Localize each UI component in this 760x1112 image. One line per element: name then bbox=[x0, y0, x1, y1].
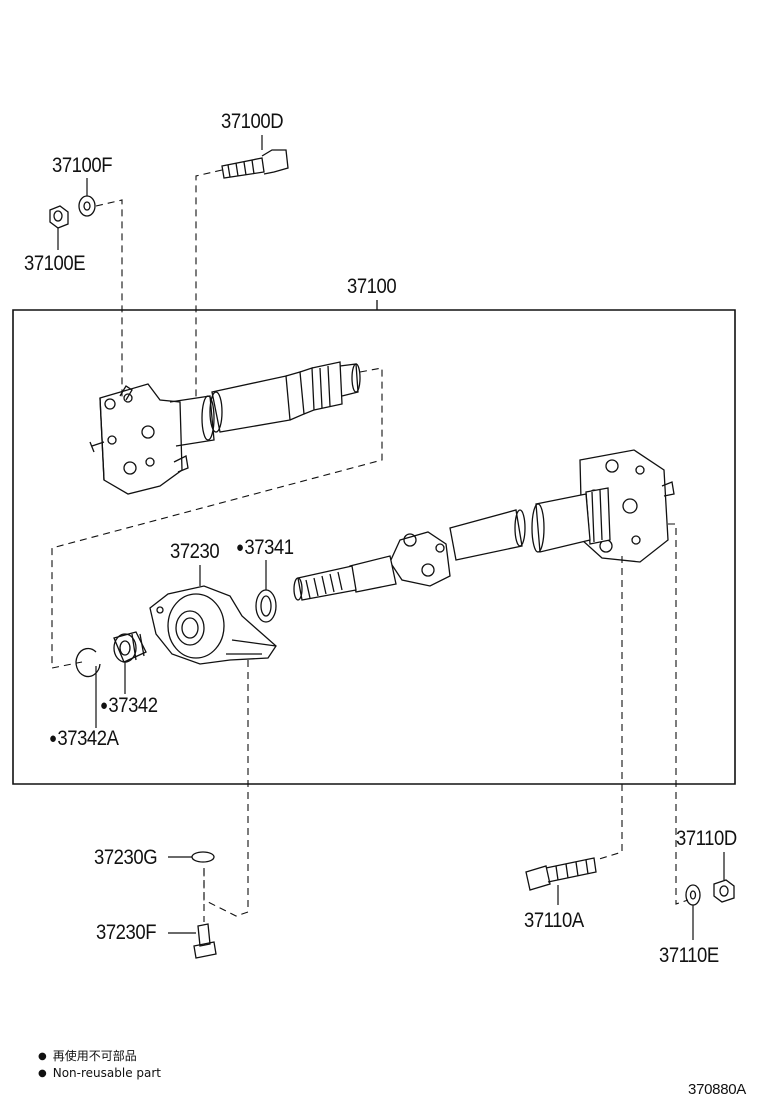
label-37100F: 37100F bbox=[52, 154, 113, 177]
legend-text-en: Non-reusable part bbox=[52, 1066, 162, 1080]
label-37230G: 37230G bbox=[94, 846, 158, 869]
center-bearing-drawing bbox=[76, 586, 276, 958]
rear-fasteners-drawing bbox=[526, 858, 734, 905]
assembly-box bbox=[13, 310, 735, 784]
bullet-icon: ● bbox=[38, 1068, 47, 1079]
leader-lines bbox=[58, 135, 724, 940]
dashed-lines bbox=[52, 170, 688, 922]
legend-text-ja: 再使用不可部品 bbox=[52, 1049, 137, 1063]
label-37110E: 37110E bbox=[659, 944, 719, 967]
label-37110D: 37110D bbox=[676, 827, 737, 850]
label-37341: 37341 bbox=[236, 536, 294, 560]
label-37230: 37230 bbox=[170, 540, 220, 563]
legend-note-ja: ● 再使用不可部品 bbox=[38, 1047, 137, 1064]
legend-note-en: ● Non-reusable part bbox=[38, 1066, 161, 1080]
front-shaft-drawing bbox=[50, 150, 360, 494]
bullet-icon: ● bbox=[38, 1051, 47, 1062]
label-37342: 37342 bbox=[100, 694, 158, 718]
label-37100E: 37100E bbox=[24, 252, 86, 275]
label-37342A: 37342A bbox=[49, 727, 119, 751]
figure-number: 370880A bbox=[688, 1081, 746, 1098]
rear-shaft-drawing bbox=[294, 450, 674, 600]
label-37230F: 37230F bbox=[96, 921, 157, 944]
label-37100D: 37100D bbox=[221, 110, 284, 133]
label-37100: 37100 bbox=[347, 275, 397, 298]
label-37110A: 37110A bbox=[524, 909, 584, 932]
